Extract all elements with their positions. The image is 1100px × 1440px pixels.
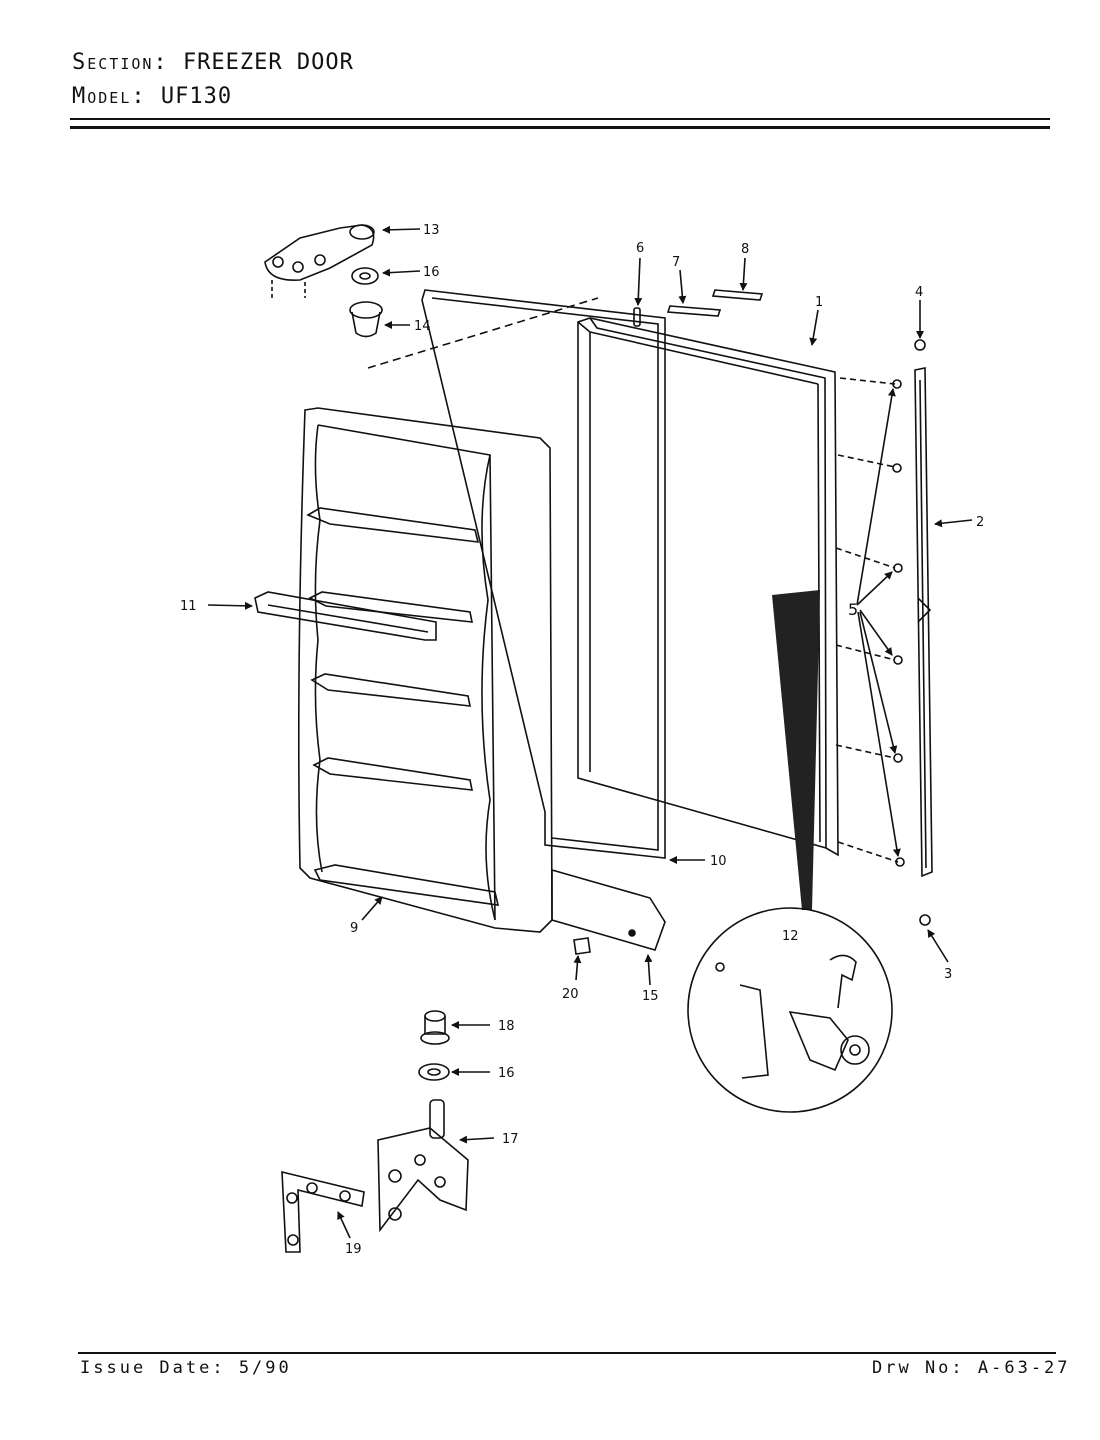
callout-12: 12 bbox=[782, 929, 799, 944]
footer-rule bbox=[78, 1352, 1056, 1354]
leader-19 bbox=[337, 1211, 351, 1239]
leader-2 bbox=[934, 519, 973, 528]
callout-1: 1 bbox=[815, 295, 823, 310]
top-screw-part bbox=[914, 339, 926, 351]
model-label: Model: bbox=[72, 84, 147, 109]
door-handle-part bbox=[914, 367, 933, 878]
bottom-screw-part bbox=[919, 914, 931, 926]
shelf-rail-part bbox=[254, 591, 437, 641]
small-strip-part bbox=[711, 289, 764, 301]
callout-2: 2 bbox=[976, 515, 984, 530]
lock-detail-part bbox=[687, 590, 893, 1113]
pin-part bbox=[633, 307, 641, 327]
callout-10: 10 bbox=[710, 854, 727, 869]
callout-16-bottom: 16 bbox=[498, 1066, 515, 1081]
leader-15 bbox=[644, 954, 653, 986]
bottom-washer-part bbox=[418, 1063, 450, 1081]
leader-5c bbox=[859, 609, 893, 656]
leader-13 bbox=[382, 225, 421, 234]
callout-20: 20 bbox=[562, 987, 579, 1002]
leader-5a bbox=[856, 388, 896, 606]
issue-date: Issue Date: 5/90 bbox=[80, 1358, 292, 1378]
leader-5d bbox=[859, 611, 898, 754]
callout-14: 14 bbox=[414, 319, 431, 334]
handle-screws-part bbox=[835, 377, 905, 867]
callout-11: 11 bbox=[180, 599, 197, 614]
callout-17: 17 bbox=[502, 1132, 519, 1147]
bracket-part bbox=[281, 1170, 365, 1253]
hinge-axis-line bbox=[367, 297, 599, 369]
door-gasket-part bbox=[421, 289, 666, 859]
callout-13: 13 bbox=[423, 223, 440, 238]
leader-9 bbox=[361, 896, 383, 921]
leader-5b bbox=[856, 571, 893, 606]
leader-11 bbox=[207, 601, 253, 610]
leader-20 bbox=[573, 955, 582, 981]
callout-7: 7 bbox=[672, 255, 680, 270]
model-line: Model: UF130 bbox=[72, 84, 232, 109]
bottom-pin-part bbox=[420, 1010, 450, 1045]
drawing-number: Drw No: A-63-27 bbox=[872, 1358, 1071, 1378]
top-hinge-part bbox=[264, 224, 375, 298]
leader-5e bbox=[857, 611, 901, 857]
callout-18: 18 bbox=[498, 1019, 515, 1034]
bottom-hinge-part bbox=[377, 1099, 469, 1233]
section-label: Section: bbox=[72, 50, 169, 75]
leader-1 bbox=[809, 309, 819, 346]
callout-19: 19 bbox=[345, 1242, 362, 1257]
door-stop-part bbox=[551, 868, 666, 951]
strip-part bbox=[666, 305, 722, 317]
callout-6: 6 bbox=[636, 241, 644, 256]
header-rule-bottom bbox=[70, 126, 1050, 129]
section-line: Section: FREEZER DOOR bbox=[72, 50, 354, 75]
callout-4: 4 bbox=[915, 285, 923, 300]
leader-17 bbox=[459, 1135, 495, 1144]
top-bushing-part bbox=[349, 301, 383, 338]
callout-3: 3 bbox=[944, 967, 952, 982]
clip-part bbox=[573, 937, 591, 955]
callout-16-top: 16 bbox=[423, 265, 440, 280]
leader-8 bbox=[739, 257, 748, 291]
leader-6 bbox=[634, 257, 643, 306]
leader-3 bbox=[927, 929, 949, 963]
callout-8: 8 bbox=[741, 242, 749, 257]
leader-7 bbox=[678, 269, 687, 304]
leader-16-top bbox=[382, 268, 421, 277]
callout-5: 5 bbox=[848, 600, 858, 619]
inner-door-liner-part bbox=[297, 407, 553, 933]
model-value: UF130 bbox=[160, 84, 233, 109]
top-washer-part bbox=[351, 267, 379, 285]
callout-15: 15 bbox=[642, 989, 659, 1004]
header-rule-top bbox=[70, 118, 1050, 120]
section-value: FREEZER DOOR bbox=[182, 50, 354, 75]
callout-9: 9 bbox=[350, 921, 358, 936]
